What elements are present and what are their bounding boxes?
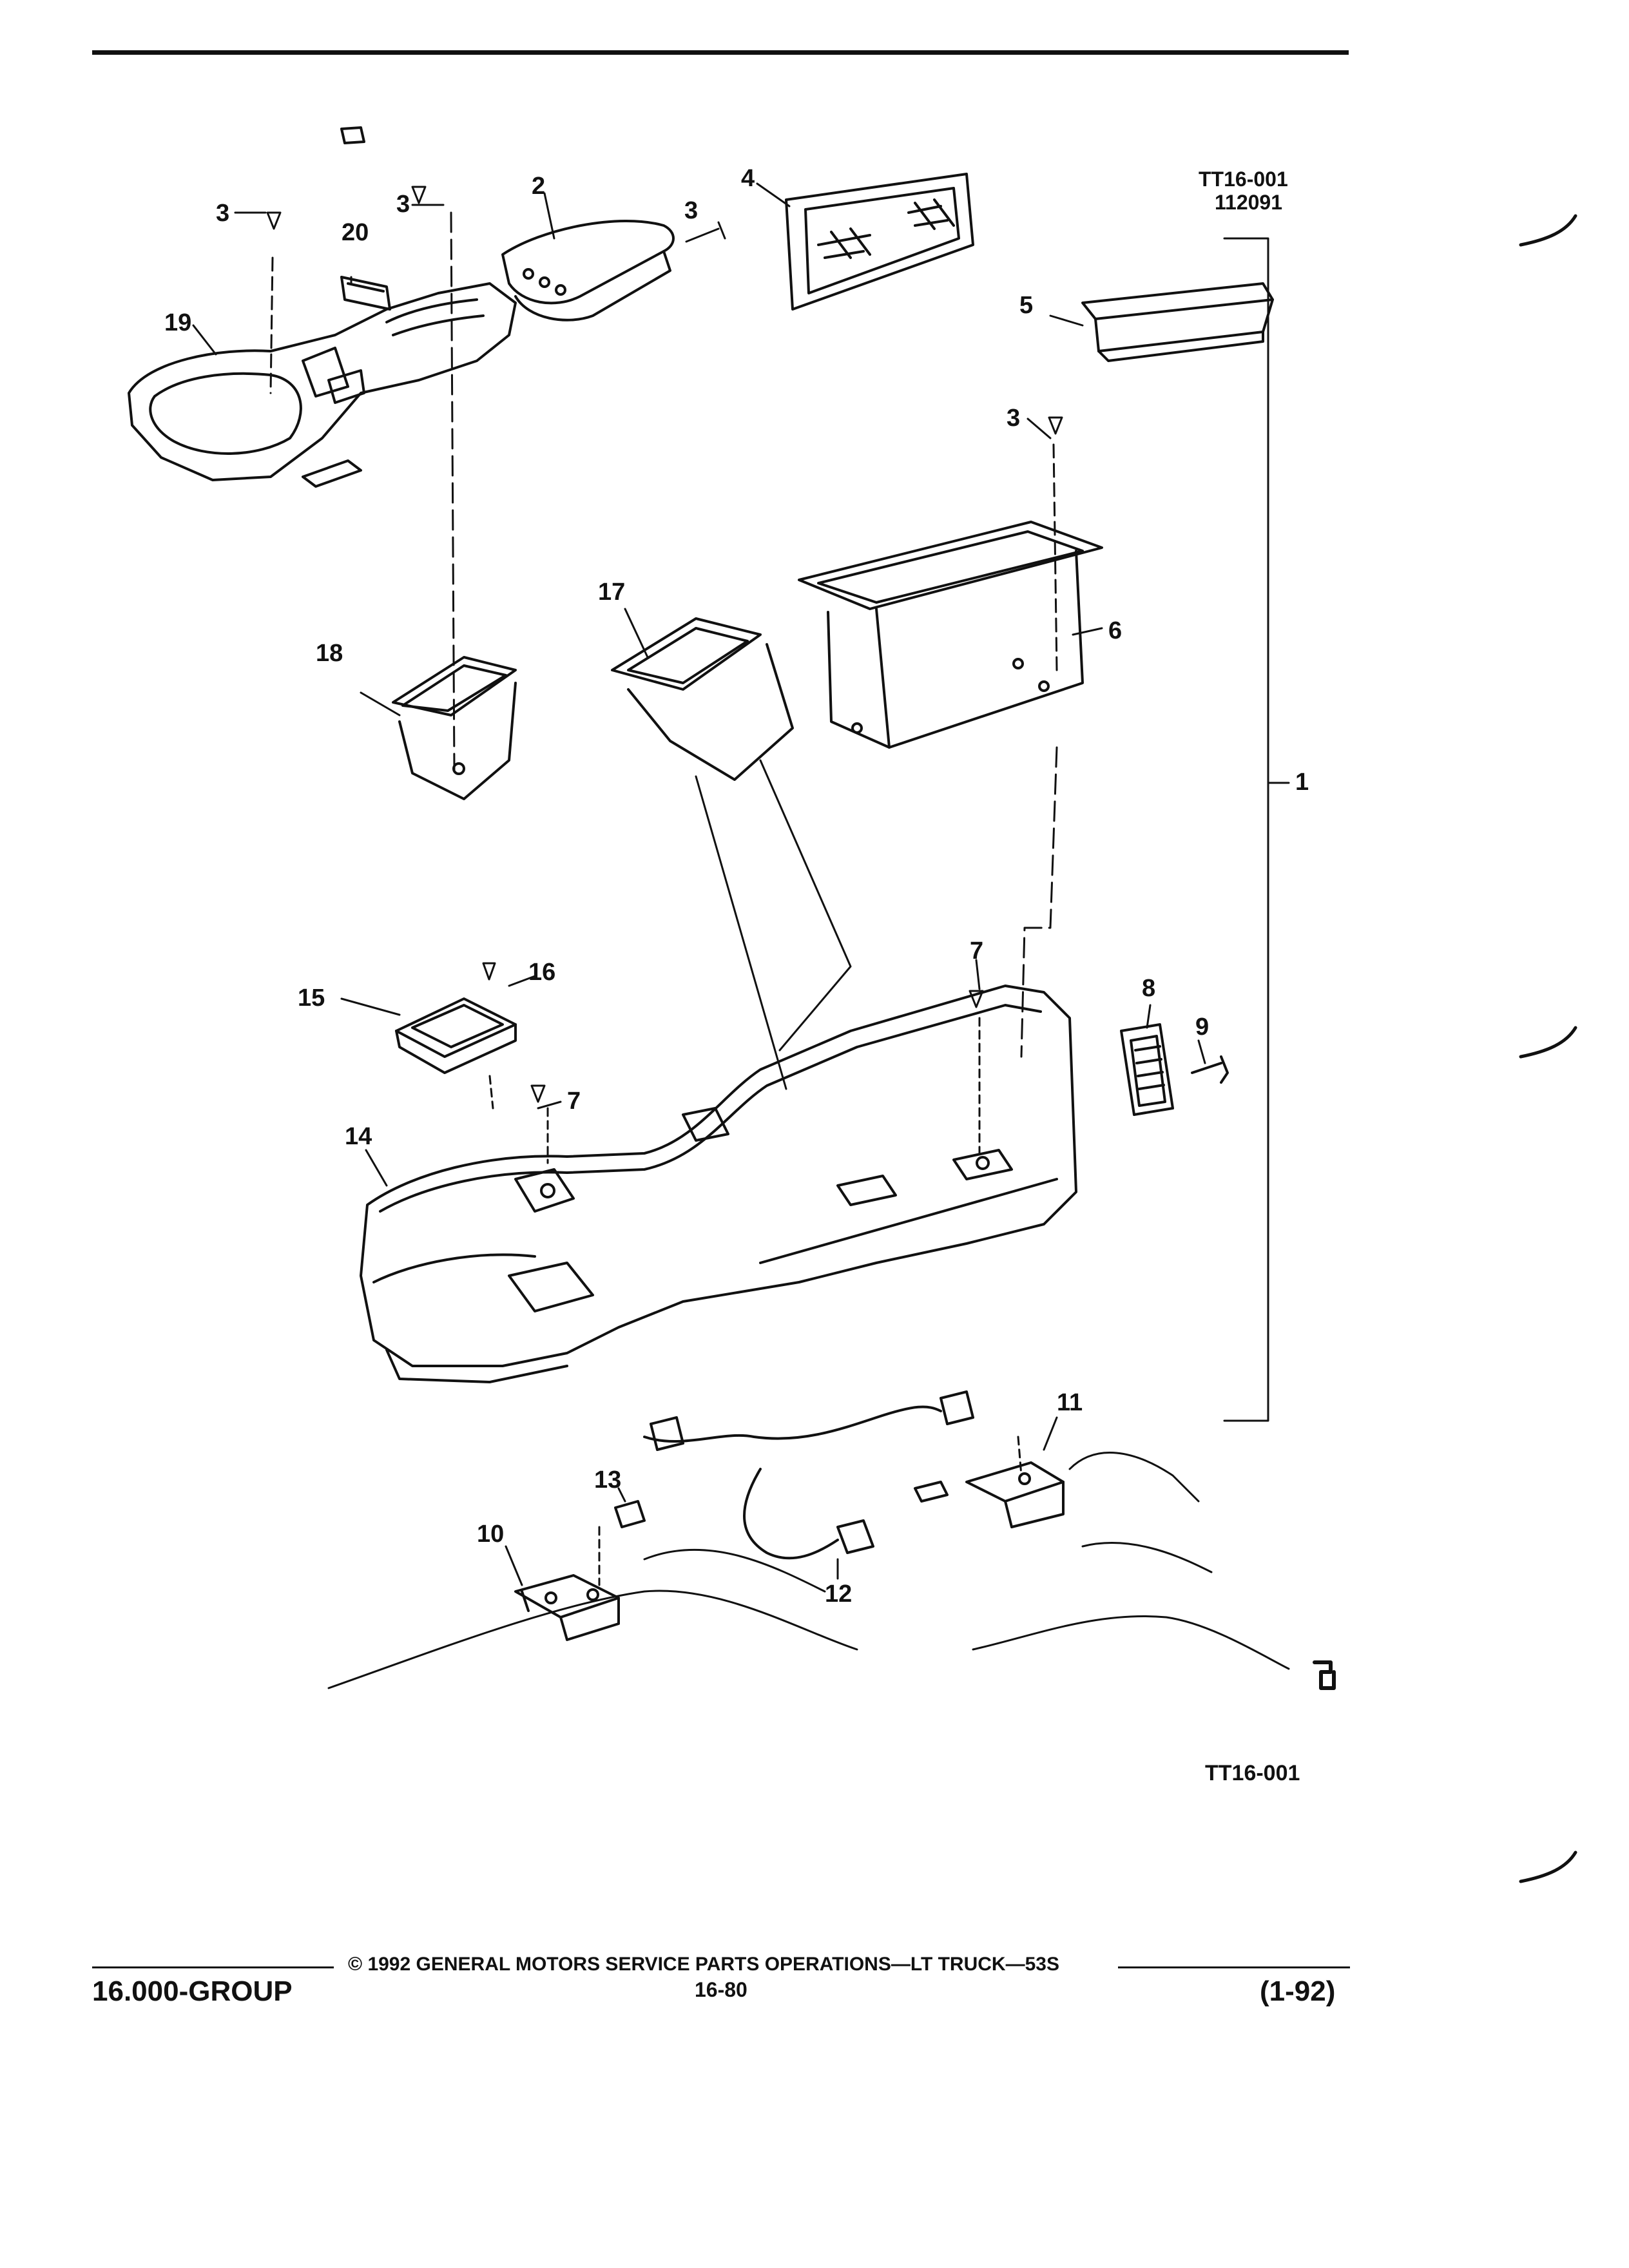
callout-17: 17 [598,579,626,606]
cu-logo-icon [1313,1660,1336,1690]
part-2-end-cap [501,219,675,322]
part-11-bracket [914,1461,1065,1528]
callout-7: 7 [970,937,984,965]
callout-5: 5 [1019,292,1034,319]
callout-19: 19 [164,309,192,336]
callout-7: 7 [567,1088,581,1115]
callout-3: 3 [216,200,230,227]
callout-20: 20 [342,219,369,246]
leader-lines [192,182,1290,1586]
part-4-lid-panel [785,173,974,311]
callout-9: 9 [1195,1014,1210,1041]
footer-revision: (1-92) [1260,1975,1336,2007]
top-rule [92,50,1349,55]
page-edge-marks [1519,214,1577,1883]
callout-8: 8 [1142,975,1156,1002]
callout-11: 11 [1057,1389,1083,1416]
footer-group: 16.000-GROUP [92,1975,293,2007]
part-20-switch [340,276,391,311]
callout-10: 10 [477,1521,505,1548]
part-19-console-bezel [128,126,517,488]
part-13-clip [614,1500,646,1528]
part-6-storage-bin [798,521,1103,749]
callout-12: 12 [825,1581,853,1608]
figure-ref-code: TT16-001 [1199,168,1288,191]
part-18-cup [392,656,517,800]
floor-contours [327,1452,1290,1689]
callout-3: 3 [1007,405,1021,432]
part-15-module [395,997,517,1074]
callout-14: 14 [345,1123,372,1150]
callout-2: 2 [532,173,546,200]
footer-page-number: 16-80 [695,1978,747,2001]
callout-6: 6 [1108,617,1123,644]
part-5-tray [1081,282,1274,362]
callout-3: 3 [684,197,699,224]
callout-3: 3 [396,191,410,218]
callout-13: 13 [594,1466,622,1494]
part-10-bracket [514,1574,620,1641]
part-9-screw [1191,1055,1229,1084]
figure-date-code: 112091 [1215,191,1283,214]
footer-rule-right [1118,1966,1350,1968]
callout-15: 15 [298,985,325,1012]
callout-4: 4 [741,165,755,192]
part-17-cup-holder [611,617,794,781]
callout-16: 16 [528,959,556,986]
callout-1: 1 [1295,769,1309,796]
part-14-console-body [360,985,1077,1383]
part-12-wiring-harness [643,1390,974,1560]
part-8-grille [1120,1023,1174,1116]
footer-copyright: © 1992 GENERAL MOTORS SERVICE PARTS OPER… [348,1954,1059,1975]
callout-18: 18 [316,640,343,667]
figure-id: TT16-001 [1205,1761,1300,1785]
footer-rule-left [92,1966,334,1968]
